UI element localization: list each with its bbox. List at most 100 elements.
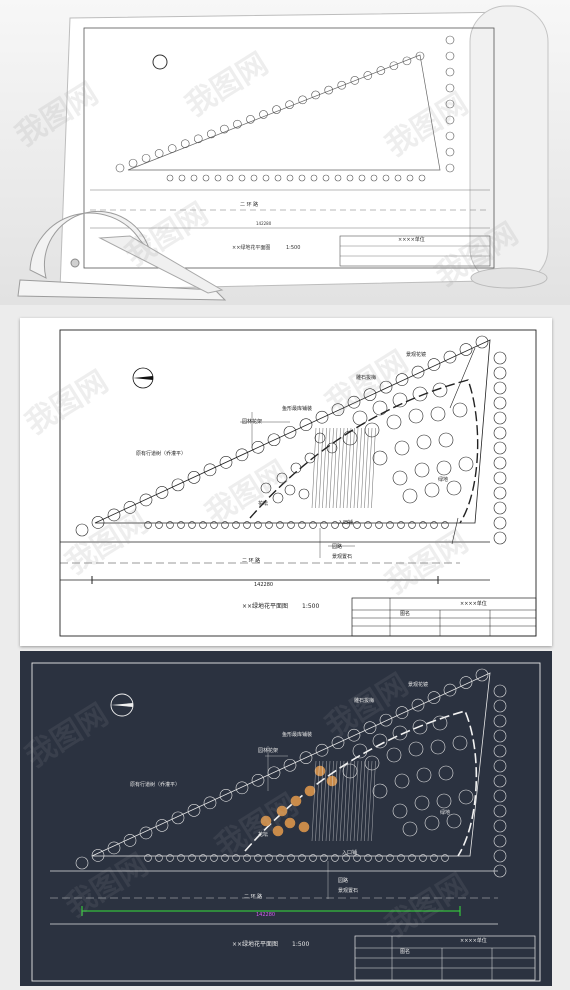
p3-label-pergola: 园林花架 <box>258 748 279 754</box>
tree-symbol <box>144 854 152 862</box>
hatch-line <box>339 760 345 842</box>
tree-symbol <box>446 480 462 496</box>
tree-symbol <box>493 426 507 440</box>
hatch-line <box>357 760 362 842</box>
tree-symbol <box>445 147 455 157</box>
tree-symbol <box>155 486 169 499</box>
tree-symbol <box>493 774 507 788</box>
tree-symbol <box>392 803 408 819</box>
p3-scale: 1:500 <box>292 941 310 948</box>
tree-symbol <box>475 668 489 682</box>
tree-symbol <box>284 817 296 829</box>
tree-symbol <box>167 144 177 153</box>
tree-symbol <box>314 432 326 444</box>
tree-symbol <box>445 163 455 173</box>
plan-dark: 景观花镜 雕石拔梅 鱼形最库铺装 园林花架 原有行道树（乔灌平） 花坛 绿地 入… <box>20 651 552 986</box>
p3-dimension: 142280 <box>256 912 276 918</box>
tree-symbol <box>342 521 350 529</box>
preview-rolled-paper: ××绿地花平面图 1:500 ××××单位 二 环 路 142280 我图网 我… <box>0 0 570 305</box>
tree-symbol <box>232 521 240 529</box>
tree-symbol <box>445 131 455 141</box>
tree-symbol <box>202 174 210 182</box>
p2-scale: 1:500 <box>302 603 320 610</box>
hatch-line <box>315 427 320 509</box>
tree-symbol <box>298 488 310 500</box>
hatch-line <box>339 427 345 509</box>
tree-symbol <box>493 714 507 728</box>
tree-symbol <box>342 430 358 446</box>
tree-symbol <box>326 442 338 454</box>
p2-label-stone: 景观置石 <box>332 554 353 560</box>
plan-white: 景观花镜 雕石拔梅 鱼形最库铺装 园林花架 原有行道树（乔灌平） 花坛 绿地 入… <box>20 318 552 646</box>
tree-symbol <box>432 382 448 398</box>
tree-symbol <box>320 854 328 862</box>
p1-company: ××××单位 <box>398 237 425 243</box>
tree-symbol <box>274 174 282 182</box>
tree-symbol <box>251 773 265 787</box>
hatch-line <box>315 760 320 842</box>
tree-symbol <box>139 826 153 840</box>
tree-symbol <box>144 521 152 529</box>
tree-symbol <box>310 174 318 182</box>
tree-symbol <box>493 471 507 485</box>
tree-symbol <box>408 741 424 757</box>
tree-symbol <box>493 531 507 545</box>
tree-symbol <box>458 789 474 805</box>
tree-symbol <box>166 174 174 182</box>
tree-symbol <box>408 854 416 862</box>
tree-symbol <box>314 765 326 777</box>
tree-symbol <box>438 765 454 781</box>
hatch-line <box>332 760 338 842</box>
tree-symbol <box>188 854 196 862</box>
tree-symbol <box>445 99 455 109</box>
tree-symbol <box>493 819 507 833</box>
tree-symbol <box>272 105 281 114</box>
tree-symbol <box>290 462 302 474</box>
tree-symbol <box>254 854 262 862</box>
p2-label-entrance: 花坛 <box>258 501 269 507</box>
tree-symbol <box>493 864 507 878</box>
tree-symbol <box>123 834 137 847</box>
tree-symbol <box>411 698 425 712</box>
p3-company: ××××单位 <box>460 938 487 944</box>
tree-symbol <box>382 174 390 182</box>
rolled-drawing-svg <box>17 5 549 301</box>
hatch-line <box>357 427 362 509</box>
tree-symbol <box>298 854 306 862</box>
tree-symbol <box>493 834 507 848</box>
p1-scale: 1:500 <box>286 245 301 251</box>
tree-symbol <box>346 174 354 182</box>
tree-symbol <box>414 795 430 811</box>
tree-symbol <box>392 470 408 486</box>
tree-symbol <box>397 521 405 529</box>
tree-symbol <box>178 174 186 182</box>
tree-symbol <box>493 699 507 713</box>
tree-symbol <box>493 849 507 863</box>
tree-symbol <box>379 380 393 394</box>
tree-symbol <box>331 521 339 529</box>
tree-symbol <box>441 521 449 529</box>
p2-company: ××××单位 <box>460 601 487 607</box>
tree-symbol <box>352 410 368 426</box>
tree-symbol <box>445 83 455 93</box>
tree-symbol <box>260 482 272 494</box>
tree-symbol <box>376 66 386 75</box>
p3-title: ××绿地花平面图 <box>232 941 279 948</box>
p3-road: 二 环 路 <box>244 894 263 900</box>
tree-symbol <box>389 61 399 71</box>
p3-label-green: 绿地 <box>440 810 451 816</box>
tree-symbol <box>493 351 507 365</box>
tree-symbol <box>392 392 408 408</box>
p1-dimension: 142280 <box>256 221 272 226</box>
tree-symbol <box>331 403 345 416</box>
tree-symbol <box>379 713 393 727</box>
tree-symbol <box>326 775 338 787</box>
tree-symbol <box>188 521 196 529</box>
tree-symbol <box>235 448 249 462</box>
p2-label-pavilion: 鱼形最库铺装 <box>282 406 313 412</box>
tree-symbol <box>250 174 258 182</box>
p2-label-steps: 入口铺 <box>338 520 354 526</box>
tree-symbol <box>412 386 428 402</box>
p2-label-hedge: 原有行道树（乔灌平） <box>136 451 187 457</box>
tree-symbol <box>424 482 440 498</box>
